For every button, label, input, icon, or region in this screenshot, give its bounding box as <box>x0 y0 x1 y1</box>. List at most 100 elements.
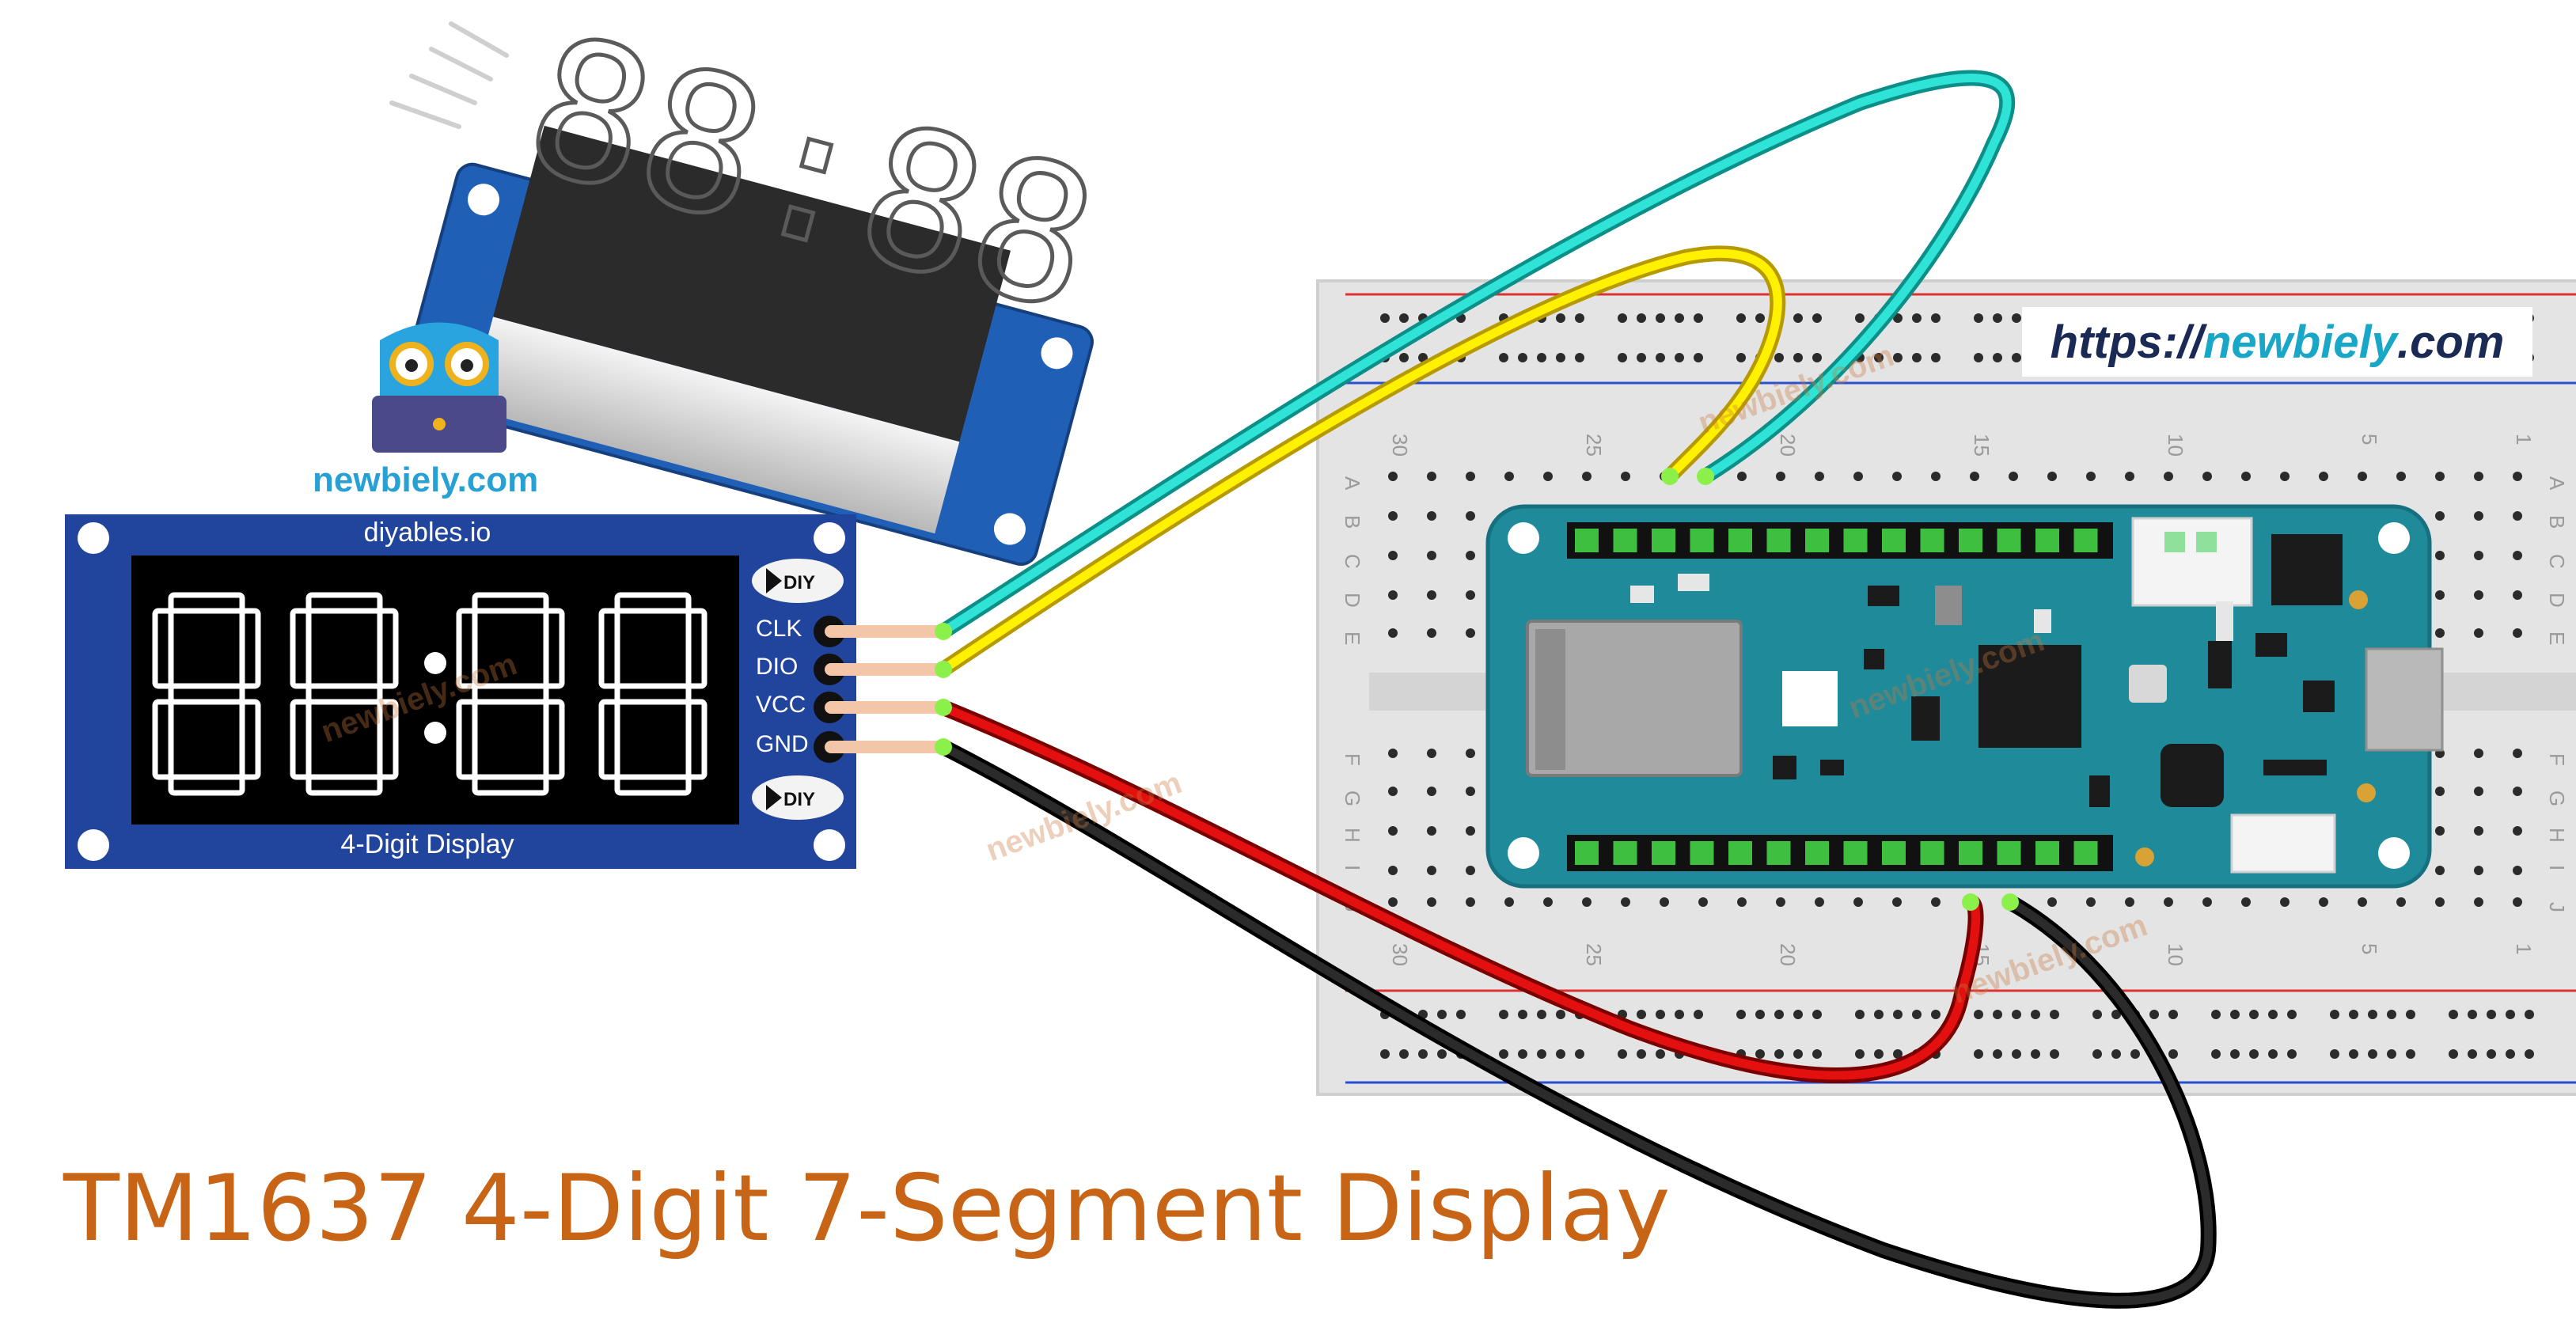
segment <box>543 608 565 689</box>
header-pin <box>2073 529 2098 552</box>
header-pin <box>1766 841 1791 865</box>
tm1637-module-photo: 88:88 <box>389 0 1118 567</box>
segment <box>168 592 245 614</box>
breadboard-row-letter: F <box>1341 753 1364 766</box>
header-pin <box>1843 529 1868 552</box>
breadboard-row-letter: D <box>1341 593 1364 608</box>
header-pin <box>1920 529 1944 552</box>
segment <box>456 699 478 780</box>
svg-text:DIY: DIY <box>783 572 815 593</box>
header-pin <box>1613 529 1637 552</box>
header-pin <box>1959 529 1982 552</box>
breadboard-column-number: 1 <box>2512 434 2536 445</box>
segment <box>290 699 312 780</box>
segment <box>152 608 174 689</box>
header-pin <box>1805 529 1829 552</box>
tm1637-module: DIY DIY <box>65 514 856 869</box>
header-pin <box>2035 529 2059 552</box>
breadboard-row-letter: F <box>2545 753 2569 766</box>
segment <box>614 774 692 796</box>
segment <box>239 699 261 780</box>
module-top-label: diyables.io <box>363 518 491 548</box>
header-pin <box>1997 841 2021 865</box>
breadboard-row-letter: B <box>1341 515 1364 529</box>
svg-text:DIY: DIY <box>783 789 815 810</box>
pin-label-clk: CLK <box>756 616 802 642</box>
breadboard-row-letter: D <box>2545 593 2569 608</box>
breadboard-column-number: 30 <box>1388 943 1412 966</box>
wires <box>825 70 2217 1309</box>
segment <box>685 608 708 689</box>
header-pin <box>1805 841 1829 865</box>
seven-segment-digits <box>152 592 708 796</box>
url-brand: newbiely <box>2202 316 2397 368</box>
breadboard-row-letter: C <box>2545 554 2569 569</box>
header-pin <box>1613 841 1637 865</box>
header-pin <box>2035 841 2059 865</box>
segment <box>543 699 565 780</box>
breadboard-row-letter: A <box>2545 476 2569 491</box>
logo-text: newbiely.com <box>313 461 539 499</box>
header-pin <box>1843 841 1868 865</box>
header-pin <box>1652 529 1675 552</box>
segment <box>239 608 261 689</box>
header-pin <box>1882 841 1906 865</box>
module-bottom-label: 4-Digit Display <box>340 829 514 859</box>
segment <box>377 608 399 689</box>
url-prefix: https:// <box>2050 316 2203 368</box>
segment <box>472 592 549 614</box>
breadboard-column-number: 30 <box>1388 434 1412 457</box>
url-suffix: .com <box>2396 316 2505 368</box>
header-pin <box>1575 529 1599 552</box>
pin-label-vcc: VCC <box>756 692 806 718</box>
header-pin <box>1690 529 1714 552</box>
breadboard-row-letter: G <box>1341 791 1364 806</box>
owl-logo <box>372 322 506 453</box>
segment <box>290 608 312 689</box>
header-pin <box>1997 529 2021 552</box>
segment <box>472 683 549 705</box>
segment <box>614 683 692 705</box>
segment <box>168 774 245 796</box>
header-pin <box>1575 841 1599 865</box>
header-pin <box>1728 841 1752 865</box>
breadboard-row-letter: H <box>1341 828 1364 843</box>
breadboard-row-letter: I <box>2545 865 2569 870</box>
breadboard-column-number: 1 <box>2512 943 2536 954</box>
breadboard-row-letter: E <box>1341 631 1364 645</box>
breadboard-column-number: 5 <box>2358 434 2381 445</box>
breadboard-column-number: 20 <box>1776 434 1800 457</box>
segment <box>685 699 708 780</box>
breadboard-row-letter: H <box>2545 828 2569 843</box>
breadboard-column-number: 10 <box>2164 943 2187 966</box>
header-pin <box>1728 529 1752 552</box>
breadboard-column-number: 10 <box>2164 434 2187 457</box>
segment <box>472 774 549 796</box>
breadboard-row-letter: A <box>1341 476 1364 491</box>
header-pin <box>1882 529 1906 552</box>
diy-badge-top: DIY <box>752 559 844 603</box>
breadboard-column-number: 20 <box>1776 943 1800 966</box>
breadboard-row-letter: C <box>1341 554 1364 569</box>
breadboard-row-letter: G <box>2545 791 2569 806</box>
header-pin <box>1690 841 1714 865</box>
segment <box>598 608 620 689</box>
breadboard-row-letter: B <box>2545 515 2569 529</box>
arduino-board <box>1485 504 2444 889</box>
page-title: TM1637 4-Digit 7-Segment Display <box>63 1155 1671 1262</box>
breadboard-row-letter: E <box>2545 631 2569 645</box>
header-pin <box>1652 841 1675 865</box>
segment <box>168 683 245 705</box>
diy-badge-bottom: DIY <box>752 775 844 820</box>
pin-label-dio: DIO <box>756 654 799 680</box>
header-pin <box>1766 529 1791 552</box>
segment <box>614 592 692 614</box>
segment <box>456 608 478 689</box>
header-pin <box>1920 841 1944 865</box>
breadboard-row-letter: J <box>2545 902 2569 912</box>
header-pin <box>2073 841 2098 865</box>
segment <box>305 683 383 705</box>
segment <box>377 699 399 780</box>
segment <box>305 774 383 796</box>
